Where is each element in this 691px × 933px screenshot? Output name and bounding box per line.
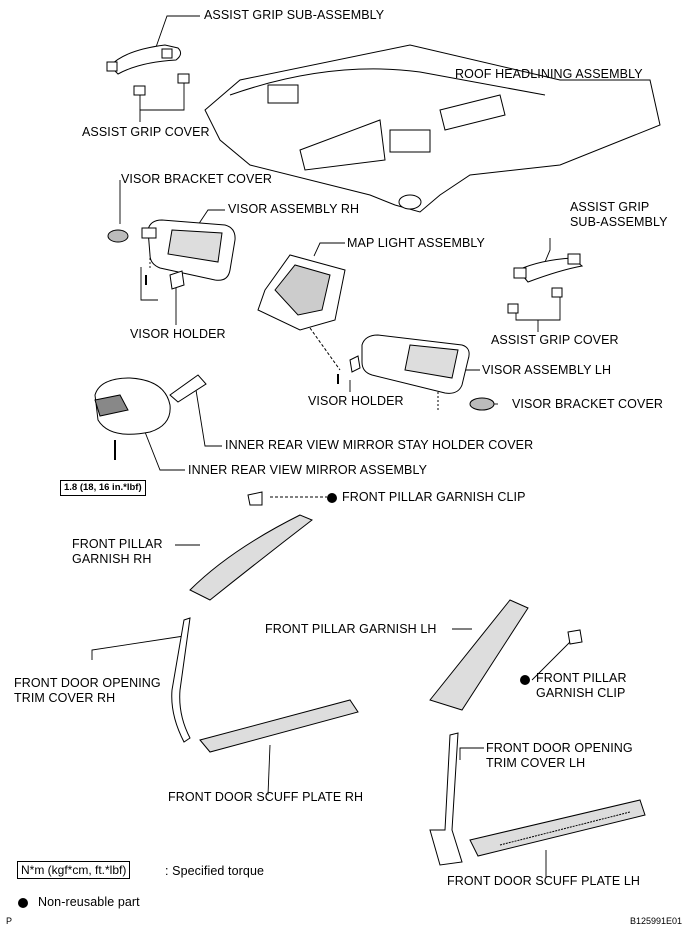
torque-spec-box: 1.8 (18, 16 in.*lbf) [60, 480, 146, 496]
assist-grip-top [106, 44, 190, 96]
label-front-pillar-garnish-rh: FRONT PILLAR GARNISH RH [72, 537, 163, 566]
legend-torque-box: N*m (kgf*cm, ft.*lbf) [17, 861, 131, 879]
label-roof-headlining-assembly: ROOF HEADLINING ASSEMBLY [455, 67, 643, 81]
label-assist-grip-cover-right: ASSIST GRIP COVER [491, 333, 619, 347]
label-front-door-scuff-plate-lh: FRONT DOOR SCUFF PLATE LH [447, 874, 641, 888]
label-front-door-opening-trim-cover-rh: FRONT DOOR OPENING TRIM COVER RH [14, 676, 161, 705]
roof-headlining [204, 44, 661, 213]
label-visor-assembly-lh: VISOR ASSEMBLY LH [482, 363, 612, 377]
label-front-door-scuff-plate-rh: FRONT DOOR SCUFF PLATE RH [168, 790, 364, 804]
map-light [257, 254, 346, 371]
label-front-pillar-garnish-lh: FRONT PILLAR GARNISH LH [265, 622, 437, 636]
label-front-pillar-garnish-clip-right: FRONT PILLAR GARNISH CLIP [536, 671, 627, 700]
label-visor-holder-center: VISOR HOLDER [308, 394, 404, 408]
assist-grip-right [507, 253, 584, 314]
label-visor-holder-left: VISOR HOLDER [130, 327, 226, 341]
legend-nonreusable-text: Non-reusable part [38, 895, 140, 909]
label-visor-assembly-rh: VISOR ASSEMBLY RH [228, 202, 360, 216]
front-door-scuff-plate-rh [199, 699, 359, 753]
nonreusable-dot-right [520, 675, 530, 685]
front-door-scuff-plate-lh [469, 799, 646, 857]
label-front-pillar-garnish-clip-top: FRONT PILLAR GARNISH CLIP [342, 490, 526, 504]
label-visor-bracket-cover-right: VISOR BRACKET COVER [512, 397, 664, 411]
label-map-light-assembly: MAP LIGHT ASSEMBLY [347, 236, 485, 250]
legend-nonreusable-dot [18, 898, 28, 908]
label-inner-rear-view-mirror-assembly: INNER REAR VIEW MIRROR ASSEMBLY [188, 463, 428, 477]
label-visor-bracket-cover-left: VISOR BRACKET COVER [121, 172, 273, 186]
legend-torque-text: : Specified torque [165, 864, 265, 878]
front-door-opening-trim-cover-rh [171, 617, 191, 743]
corner-mark: P [6, 916, 13, 926]
visor-lh [337, 334, 470, 410]
rear-view-mirror [94, 374, 207, 460]
nonreusable-dot-top [327, 493, 337, 503]
visor-rh [141, 219, 236, 290]
visor-bracket-cover-left [107, 229, 129, 243]
front-pillar-garnish-lh [429, 599, 583, 711]
figure-id: B125991E01 [630, 916, 683, 926]
front-door-opening-trim-cover-lh [429, 732, 463, 866]
label-assist-grip-sub-assembly-top: ASSIST GRIP SUB-ASSEMBLY [204, 8, 385, 22]
label-inner-rear-view-mirror-stay-holder-cover: INNER REAR VIEW MIRROR STAY HOLDER COVER [225, 438, 534, 452]
front-pillar-garnish-rh [189, 491, 313, 601]
label-assist-grip-sub-assembly-right: ASSIST GRIP SUB-ASSEMBLY [570, 200, 668, 229]
visor-bracket-cover-right [469, 397, 495, 411]
label-assist-grip-cover-left: ASSIST GRIP COVER [82, 125, 210, 139]
label-front-door-opening-trim-cover-lh: FRONT DOOR OPENING TRIM COVER LH [486, 741, 633, 770]
